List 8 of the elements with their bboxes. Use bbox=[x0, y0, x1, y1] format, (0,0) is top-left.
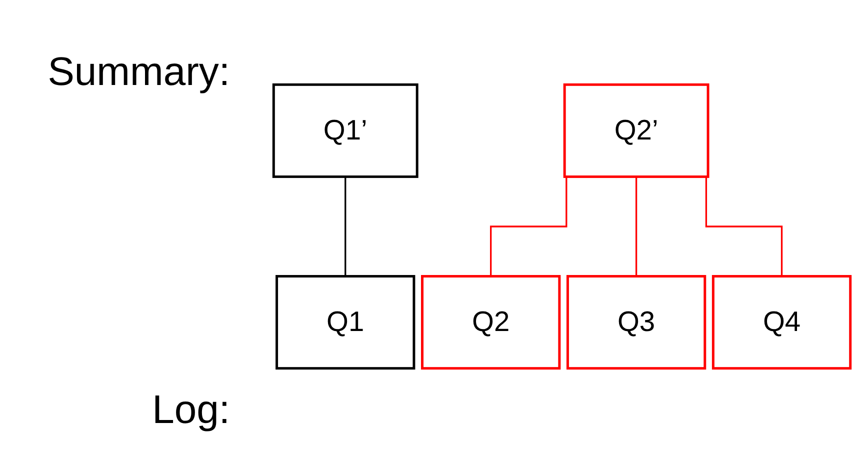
queue-box: Q2’ bbox=[562, 83, 709, 178]
queue-box: Q4 bbox=[711, 275, 852, 370]
queue-box: Q1 bbox=[275, 275, 415, 370]
queue-box: Q1’ bbox=[272, 83, 418, 178]
queue-box: Q2 bbox=[420, 275, 560, 370]
row-label: Log: bbox=[152, 388, 231, 433]
queue-box: Q3 bbox=[566, 275, 706, 370]
row-label: Summary: bbox=[48, 50, 231, 95]
